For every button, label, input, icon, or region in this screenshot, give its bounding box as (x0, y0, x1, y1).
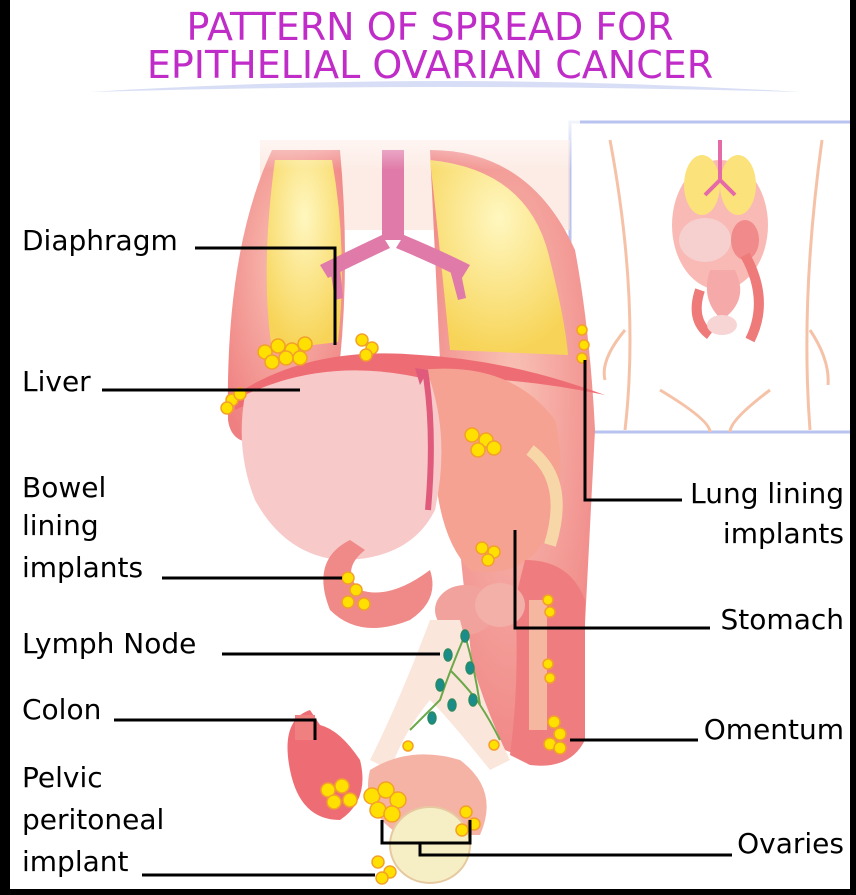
label-pelvic-line-2: peritoneal (22, 804, 164, 836)
label-diaphragm: Diaphragm (22, 225, 178, 257)
label-bowel-line-2: lining (22, 510, 99, 542)
liver (242, 370, 442, 560)
label-lymph-node: Lymph Node (22, 628, 196, 660)
anatomy-illustration (10, 0, 856, 895)
label-lung-line-2: implants (723, 518, 844, 550)
body-inset (570, 122, 852, 432)
label-pelvic-line-1: Pelvic (22, 762, 103, 794)
label-colon: Colon (22, 694, 101, 726)
title-underline (90, 81, 800, 92)
label-bowel-line-1: Bowel (22, 472, 106, 504)
label-omentum: Omentum (704, 714, 844, 746)
label-ovaries: Ovaries (737, 828, 844, 860)
label-liver: Liver (22, 366, 91, 398)
label-pelvic-line-3: implant (22, 846, 129, 878)
uterus (390, 807, 470, 883)
label-stomach: Stomach (721, 604, 844, 636)
label-bowel-line-3: implants (22, 552, 143, 584)
left-lung (267, 160, 342, 350)
label-lung-line-1: Lung lining (690, 478, 844, 510)
